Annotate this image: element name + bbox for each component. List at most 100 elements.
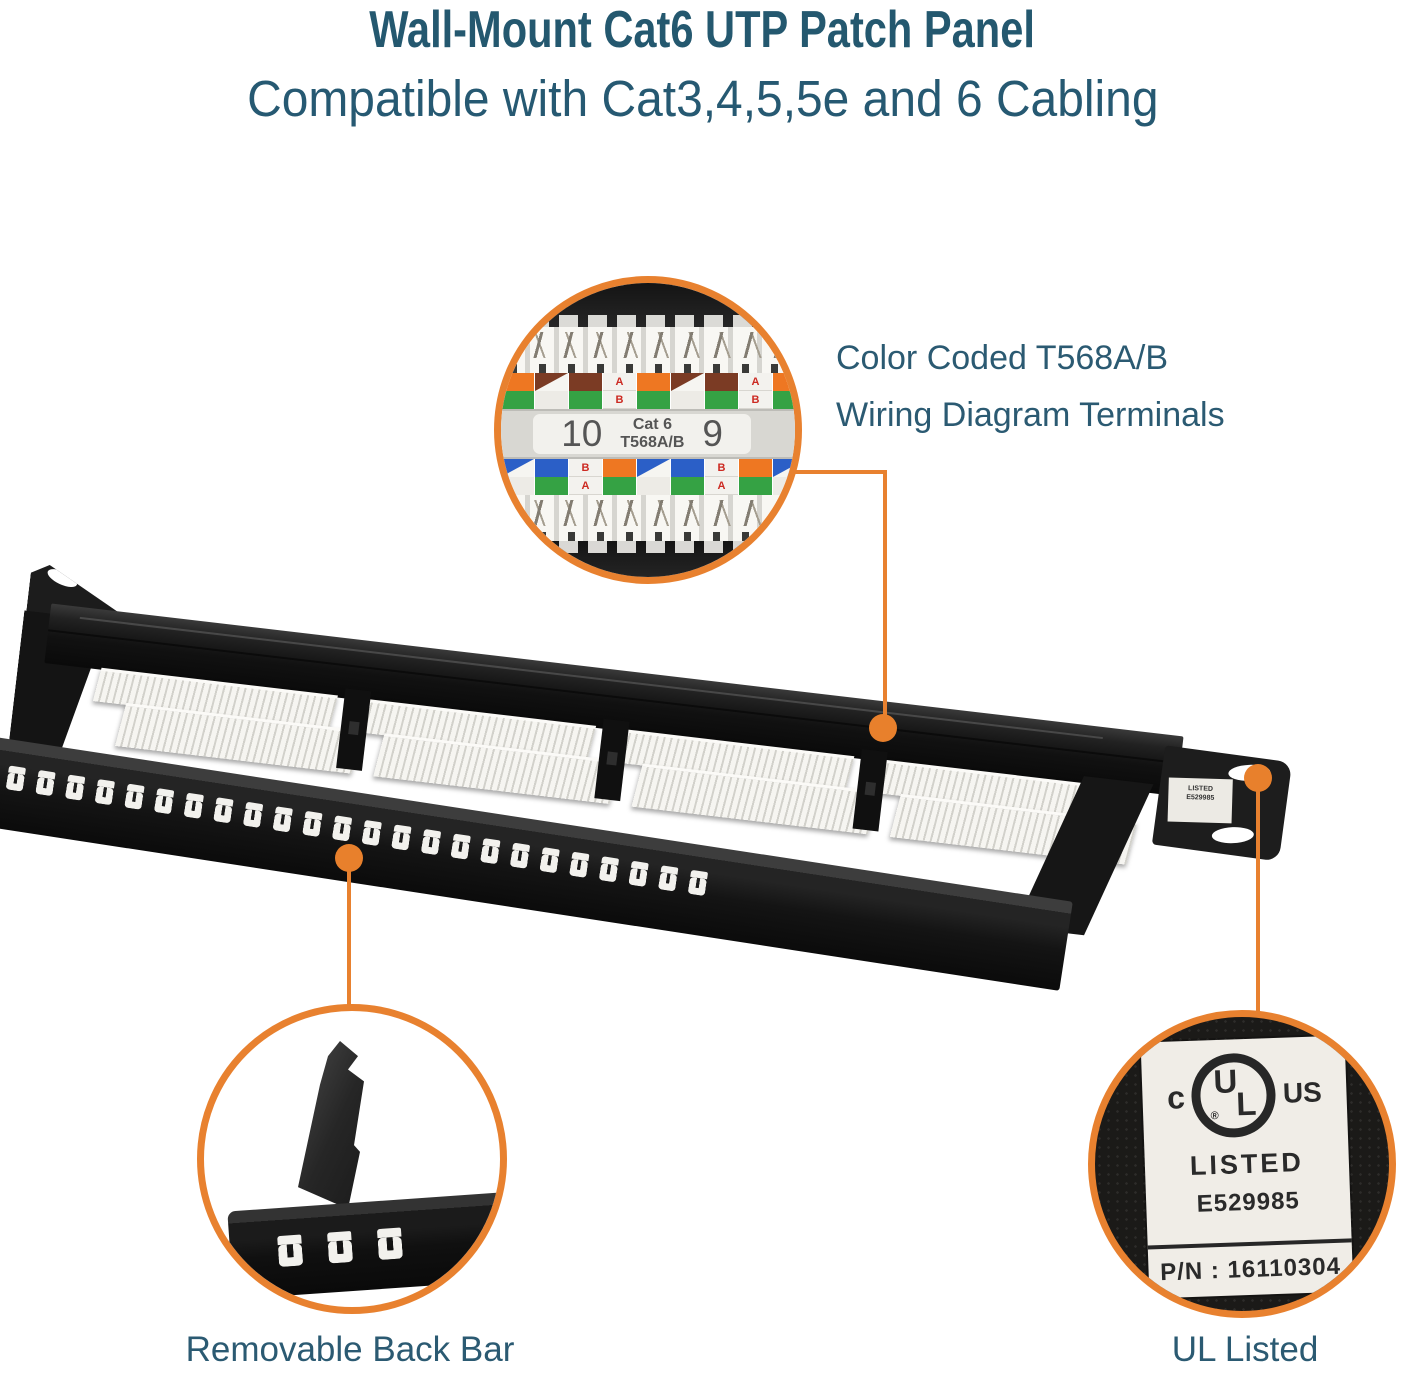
wire-color-swatch	[603, 477, 636, 495]
wire-color-swatch	[535, 391, 568, 409]
page-subtitle: Compatible with Cat3,4,5,5e and 6 Cablin…	[246, 70, 1159, 127]
header: Wall-Mount Cat6 UTP Patch Panel	[0, 0, 1405, 60]
ul-c-text: c	[1166, 1078, 1186, 1116]
screw-hole	[1211, 826, 1255, 844]
cable-hook-cutout	[628, 867, 648, 888]
wire-color-swatch	[705, 373, 738, 391]
wire-letter: B	[603, 391, 636, 409]
wire-color-swatch	[501, 459, 534, 477]
wire-color-cell	[603, 459, 637, 495]
cable-hook-cutout	[5, 772, 25, 792]
backbar-end-flap	[298, 1041, 364, 1209]
callout-terminals-line1: Color Coded T568A/B	[836, 339, 1169, 377]
cable-hook-cutout	[658, 872, 678, 892]
wire-color-swatch	[773, 391, 795, 409]
wire-letter: B	[739, 391, 772, 409]
wire-color-swatch	[637, 373, 670, 391]
mount-ear-right: LISTED E529985	[1151, 745, 1293, 862]
callout-dot-backbar	[335, 844, 363, 872]
port-number-left: 10	[561, 413, 603, 454]
wire-color-swatch	[773, 459, 795, 477]
wire-color-cell	[501, 373, 535, 409]
panel-frame-bottom	[501, 541, 795, 577]
cable-tie-clip	[852, 749, 888, 832]
backbar-detail	[227, 1190, 500, 1300]
punchdown-terminal-row	[501, 495, 795, 541]
cable-hook-cutout	[64, 781, 85, 801]
ul-logo-l: L	[1235, 1084, 1258, 1123]
cable-hook-cutout	[153, 795, 174, 815]
punchdown-terminal-row	[501, 327, 795, 373]
cable-hook-cutout	[242, 808, 263, 829]
cable-hook-cutout	[509, 849, 530, 869]
cable-spec: Cat 6 T568A/B	[620, 416, 684, 452]
spec-line1: Cat 6	[632, 416, 672, 433]
ul-sticker: LISTED E529985	[1167, 777, 1233, 824]
wire-color-swatch	[739, 459, 772, 477]
wire-color-cell	[637, 459, 671, 495]
callout-dot-terminals	[869, 714, 897, 742]
wire-letter: A	[739, 373, 772, 391]
patch-panel-photo: LISTED E529985	[0, 596, 1298, 1089]
callout-terminals-line2: Wiring Diagram Terminals	[836, 396, 1225, 434]
wire-color-swatch	[671, 391, 704, 409]
ul-cert-number: E529985	[1196, 1187, 1301, 1218]
ul-logo: U L ®	[1190, 1051, 1278, 1139]
cable-hook-cutout	[391, 831, 411, 851]
wire-letter: A	[569, 477, 602, 495]
ul-mark-row: c U L ® US	[1166, 1050, 1324, 1139]
wire-color-swatch	[773, 373, 795, 391]
ul-logo-u: U	[1212, 1062, 1238, 1101]
part-number: P/N : 16110304	[1147, 1238, 1354, 1299]
callout-line-backbar	[347, 860, 351, 1008]
cable-hook-cutout	[377, 1236, 403, 1261]
wire-letter: B	[569, 459, 602, 477]
backbar-hook-row	[277, 1219, 500, 1268]
cable-hook-cutout	[183, 799, 203, 819]
wire-color-swatch	[569, 391, 602, 409]
cable-hook-cutout	[327, 1239, 354, 1264]
spec-line2: T568A/B	[620, 434, 685, 451]
cable-tie-clip	[594, 718, 630, 802]
wire-color-swatch	[671, 373, 704, 391]
caption-ul: UL Listed	[1171, 1330, 1319, 1369]
wire-color-swatch	[535, 373, 568, 391]
cable-hook-cutout	[569, 858, 589, 878]
port-label-strip: 10 Cat 6 T568A/B 9	[501, 409, 795, 459]
wire-color-cell	[569, 373, 603, 409]
cable-hook-cutout	[35, 776, 55, 797]
wire-color-swatch	[569, 373, 602, 391]
wire-color-swatch	[501, 391, 534, 409]
zoom-circle-ul: c U L ® US LISTED E529985 P/N : 16110304	[1088, 1010, 1396, 1318]
wire-color-cell	[501, 459, 535, 495]
callout-line-terminals-v	[883, 470, 887, 718]
wire-color-cell	[739, 459, 773, 495]
wire-color-swatch	[637, 391, 670, 409]
wire-color-swatch	[671, 459, 704, 477]
callout-dot-ul	[1244, 764, 1272, 792]
cable-hook-cutout	[361, 826, 381, 847]
cable-tie-clip	[336, 688, 372, 771]
wire-color-cell	[535, 373, 569, 409]
callout-line-terminals-h	[794, 470, 886, 474]
port-label: 10 Cat 6 T568A/B 9	[533, 413, 751, 454]
screw-hole	[45, 565, 80, 590]
callout-terminals-text: Color Coded T568A/B Wiring Diagram Termi…	[836, 330, 1225, 444]
wire-color-cell	[671, 459, 705, 495]
cable-hook-cutout	[480, 844, 500, 865]
port-number-right: 9	[702, 413, 723, 454]
zoom-circle-backbar	[197, 1004, 507, 1314]
wire-color-swatch	[637, 477, 670, 495]
cable-hook-cutout	[272, 813, 292, 833]
wire-color-swatch	[705, 391, 738, 409]
wire-color-swatch	[739, 477, 772, 495]
ul-sticker-cert: E529985	[1186, 794, 1215, 802]
panel-frame-top	[501, 283, 795, 327]
cable-hook-cutout	[277, 1243, 304, 1268]
subheader: Compatible with Cat3,4,5,5e and 6 Cablin…	[0, 68, 1405, 130]
